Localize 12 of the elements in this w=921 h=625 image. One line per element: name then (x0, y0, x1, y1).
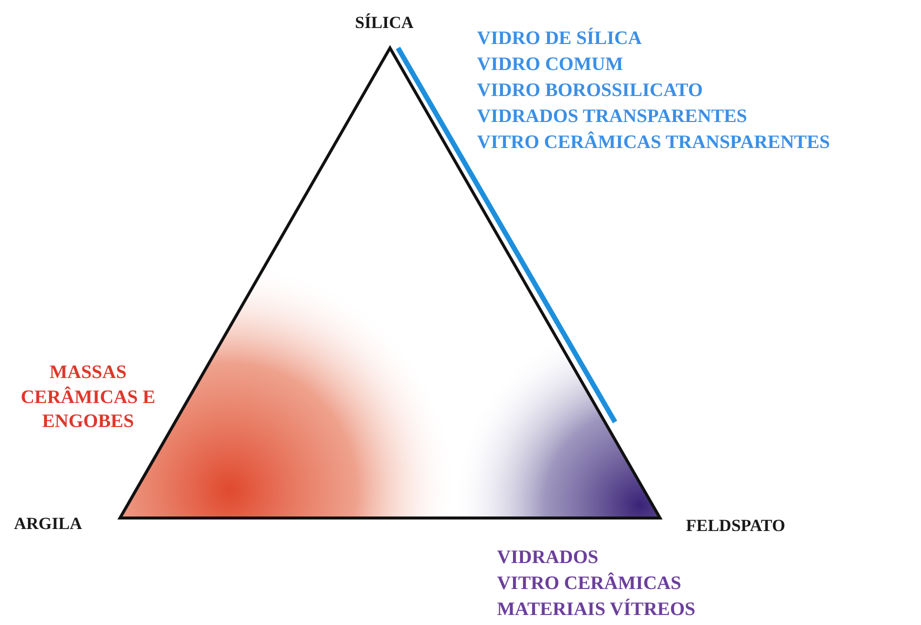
material-label: VITRO CERÂMICAS TRANSPARENTES (477, 131, 830, 155)
material-label: MATERIAIS VÍTREOS (497, 598, 696, 622)
vertex-label: ARGILA (14, 513, 82, 535)
material-label: VIDRO BOROSSILICATO (477, 79, 703, 103)
material-label: VITRO CERÂMICAS (497, 572, 682, 596)
material-label: VIDRO DE SÍLICA (477, 27, 642, 51)
vertex-label: SÍLICA (355, 12, 414, 34)
material-label: VIDRO COMUM (477, 53, 624, 77)
vertex-label: FELDSPATO (686, 515, 786, 537)
material-label: MASSAS CERÂMICAS E ENGOBES (20, 361, 156, 434)
material-label: VIDRADOS TRANSPARENTES (477, 105, 748, 129)
material-label: VIDRADOS (497, 546, 598, 570)
